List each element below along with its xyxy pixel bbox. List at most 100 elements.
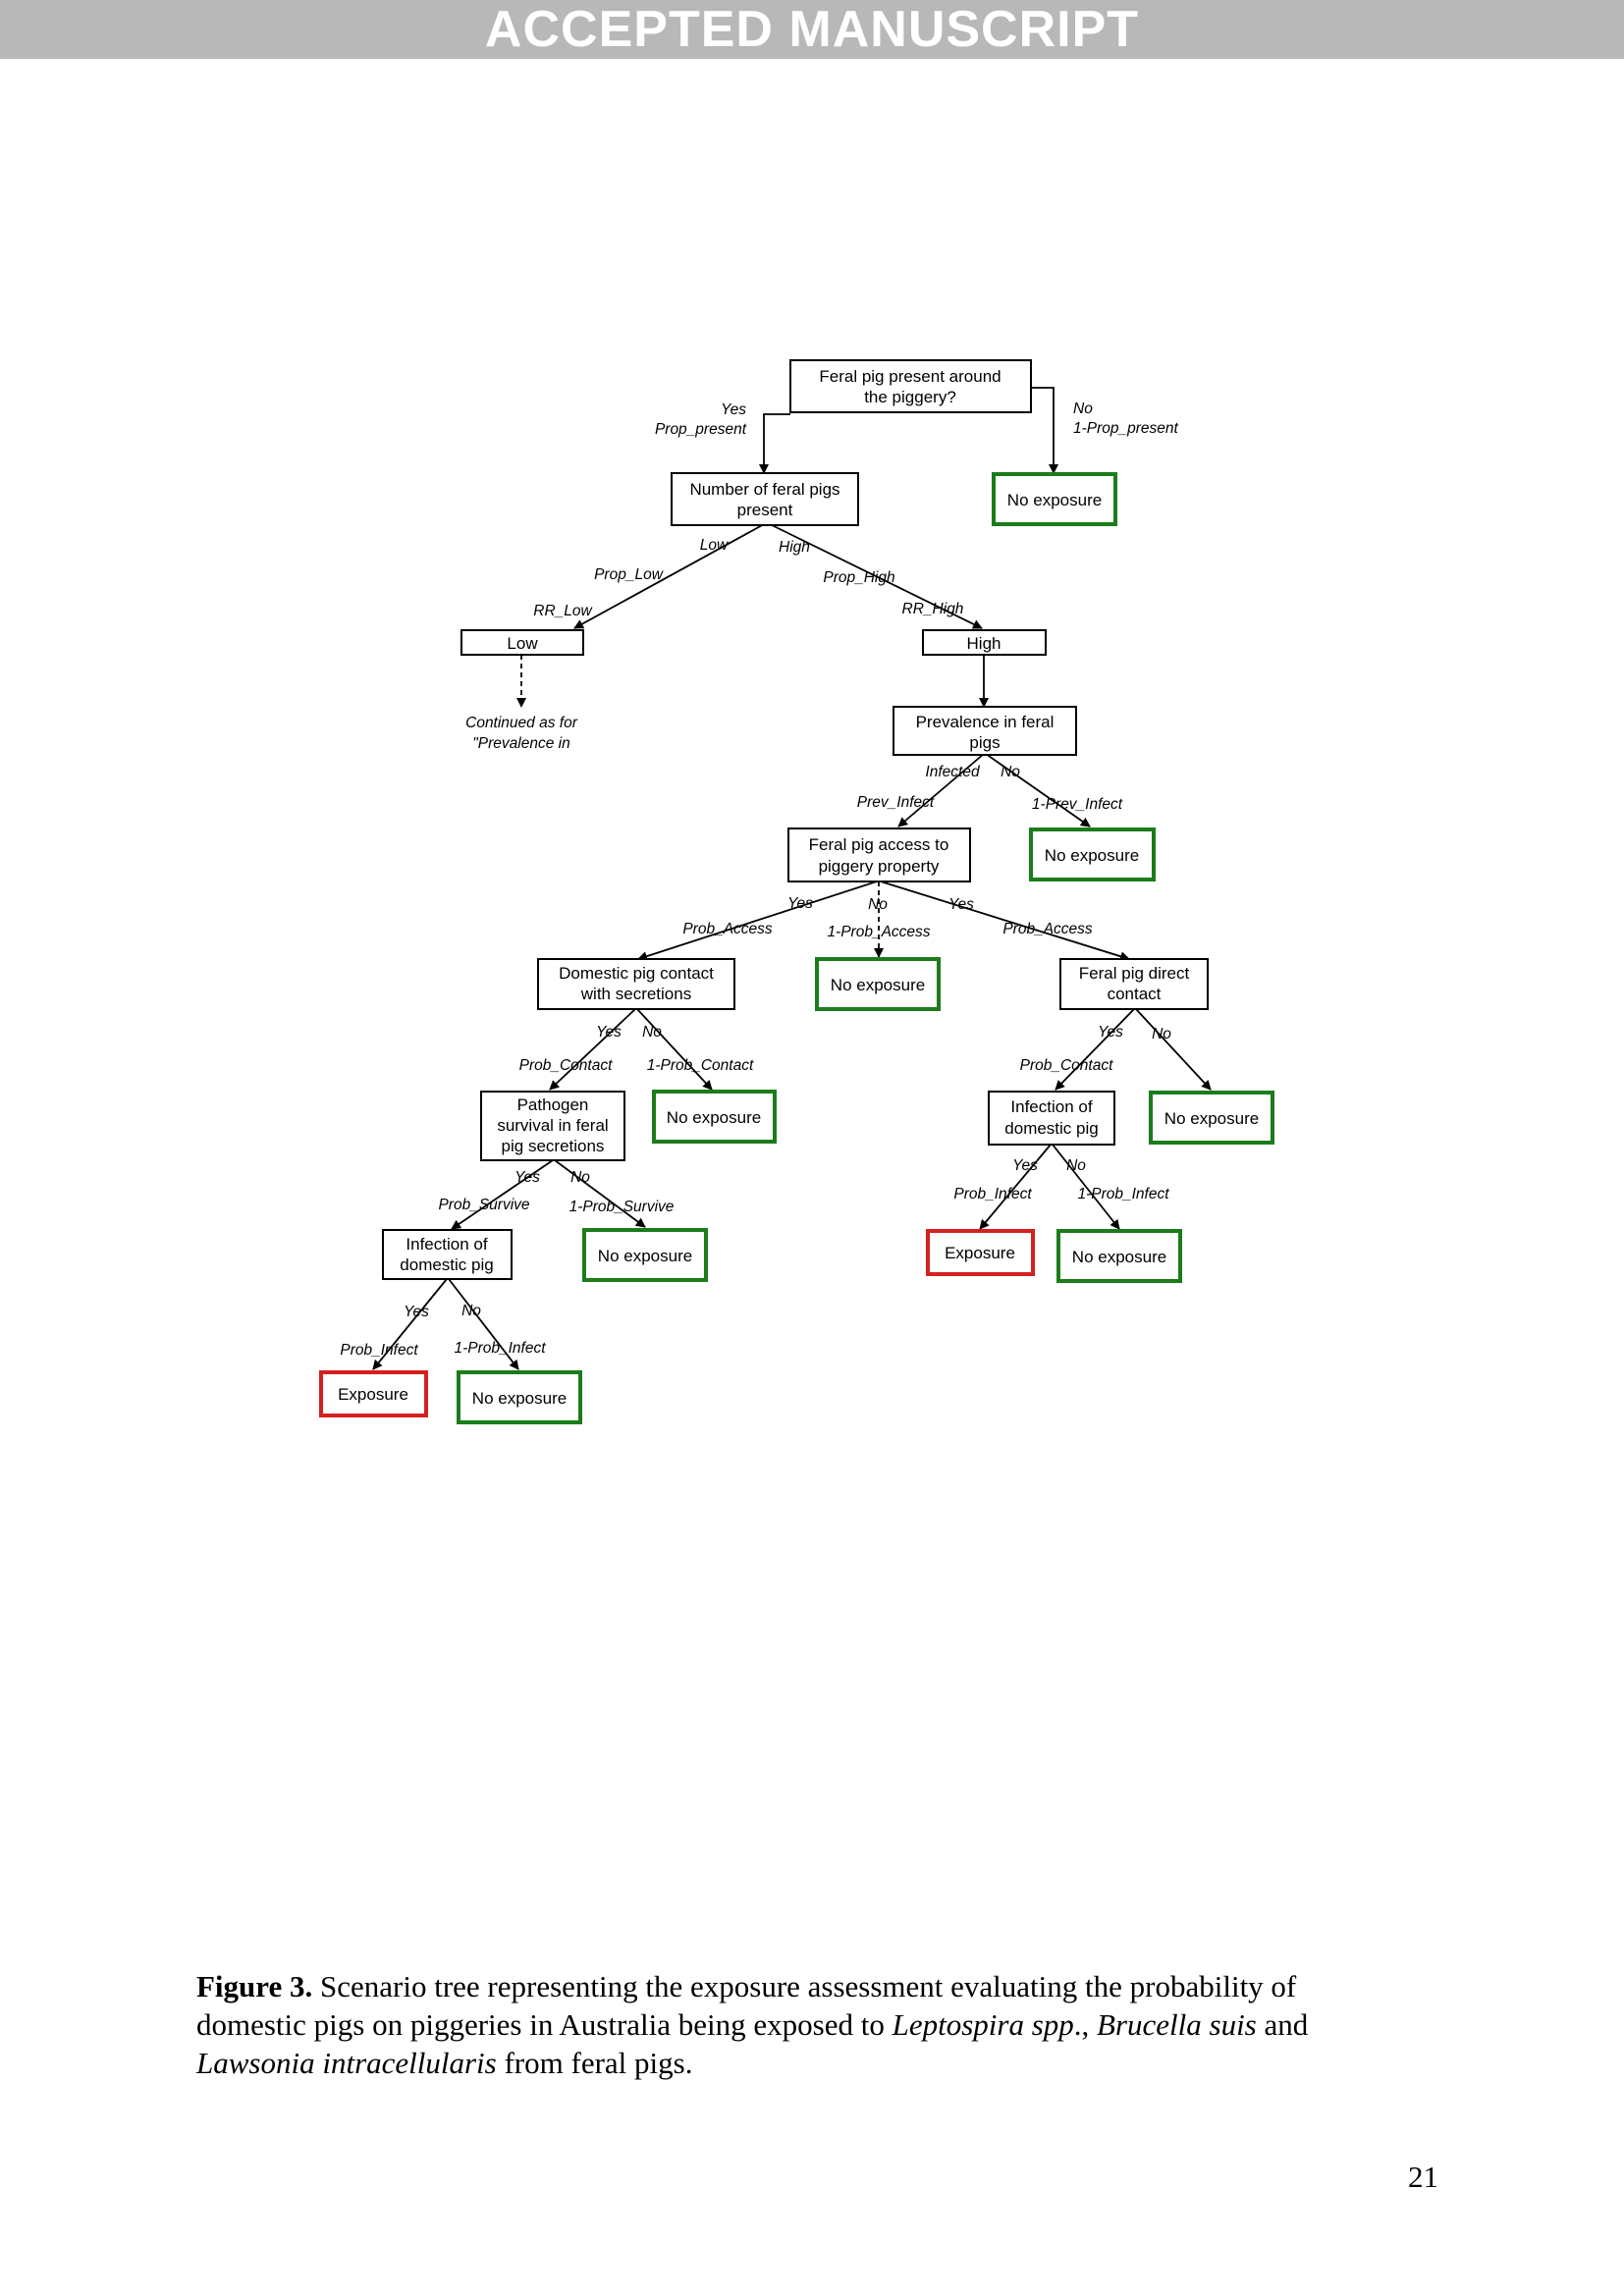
svg-text:Number of feral pigs: Number of feral pigs (689, 480, 839, 499)
svg-text:Prob_Infect: Prob_Infect (953, 1186, 1032, 1202)
svg-text:pig secretions: pig secretions (502, 1137, 605, 1155)
caption-figure-label: Figure 3. (196, 1969, 313, 2003)
svg-text:No exposure: No exposure (1045, 846, 1139, 865)
svg-text:Yes: Yes (1098, 1024, 1123, 1041)
svg-text:1-Prev_Infect: 1-Prev_Infect (1032, 796, 1123, 813)
svg-text:Prob_Survive: Prob_Survive (438, 1197, 529, 1213)
label-yes-c: Yes (596, 1024, 622, 1041)
edge-direct-yes (1055, 1008, 1135, 1091)
caption-brucella: Brucella suis (1097, 2007, 1257, 2042)
label-no-a: No (868, 896, 888, 913)
svg-text:Prob_Contact: Prob_Contact (1020, 1057, 1113, 1074)
edge-survive-no (554, 1159, 646, 1228)
label-one-prob-infect-left: 1-Prob_Infect (454, 1340, 546, 1357)
svg-text:domestic pig: domestic pig (1004, 1119, 1098, 1138)
edge-access-yes-left (637, 881, 878, 961)
node-infection-right-line2: domestic pig (1004, 1119, 1098, 1138)
label-no-f: No (1066, 1157, 1086, 1174)
outcome-no-exposure-8-text: No exposure (472, 1389, 567, 1408)
node-domestic-contact (537, 958, 735, 1010)
edge-prev-infected (897, 753, 985, 828)
node-high (922, 629, 1047, 656)
svg-text:Continued as for: Continued as for (465, 715, 578, 731)
label-one-prop-present: 1-Prop_present (1073, 420, 1179, 437)
svg-text:Feral pig present around: Feral pig present around (819, 367, 1001, 386)
svg-text:Feral pig direct: Feral pig direct (1079, 964, 1190, 983)
svg-text:Pathogen: Pathogen (517, 1095, 589, 1114)
svg-text:Prop_Low: Prop_Low (594, 566, 665, 583)
label-one-prev-infect: 1-Prev_Infect (1032, 796, 1123, 813)
svg-text:1-Prop_present: 1-Prop_present (1073, 420, 1179, 437)
label-prob-access-right: Prob_Access (1002, 921, 1093, 937)
caption-line-1: Figure 3. Scenario tree representing the… (196, 1967, 1424, 2005)
outcome-no-exposure-7 (1056, 1229, 1182, 1283)
svg-text:Prob_Access: Prob_Access (1002, 921, 1093, 937)
label-one-prob-survive: 1-Prob_Survive (569, 1199, 675, 1215)
label-infected: Infected (925, 764, 981, 780)
caption-line2-a: domestic pigs on piggeries in Australia … (196, 2007, 893, 2042)
svg-text:High: High (779, 539, 810, 556)
node-pathogen-survival-line3: pig secretions (502, 1137, 605, 1155)
svg-text:Yes: Yes (787, 895, 813, 912)
edge-to-high (767, 522, 983, 629)
svg-text:Prevalence in feral: Prevalence in feral (916, 713, 1055, 731)
label-yes-f: Yes (1012, 1157, 1038, 1174)
edge-feral-no (1031, 387, 1058, 474)
svg-text:No: No (570, 1169, 590, 1186)
label-prop-low: Prop_Low (594, 566, 665, 583)
label-one-prob-access: 1-Prob_Access (827, 924, 930, 940)
svg-text:domestic pig: domestic pig (400, 1255, 493, 1274)
label-no-g: No (461, 1303, 481, 1319)
svg-text:1-Prob_Infect: 1-Prob_Infect (1077, 1186, 1169, 1202)
outcome-no-exposure-5-text: No exposure (1164, 1109, 1259, 1128)
svg-text:Prop_High: Prop_High (823, 569, 894, 586)
node-pathogen-survival-line2: survival in feral (497, 1116, 608, 1135)
label-no-d: No (1152, 1026, 1171, 1042)
svg-text:Prob_Infect: Prob_Infect (340, 1342, 418, 1359)
edge-prev-no (985, 753, 1091, 828)
label-prop-present: Prop_present (655, 421, 747, 438)
svg-text:Infection of: Infection of (406, 1235, 487, 1254)
caption-line-2: domestic pigs on piggeries in Australia … (196, 2005, 1424, 2044)
edge-contact-no (636, 1008, 713, 1091)
node-prevalence-line2: pigs (969, 733, 1000, 752)
svg-text:Domestic pig contact: Domestic pig contact (559, 964, 714, 983)
svg-text:No exposure: No exposure (831, 976, 925, 994)
label-prob-contact-right: Prob_Contact (1020, 1057, 1113, 1074)
label-prev-infect: Prev_Infect (857, 794, 935, 811)
outcome-exposure-right (926, 1229, 1035, 1276)
caption-line2-c: and (1256, 2007, 1309, 2042)
page-number: 21 (1408, 2160, 1438, 2194)
node-infection-left-line2: domestic pig (400, 1255, 493, 1274)
svg-text:Yes: Yes (721, 401, 746, 418)
svg-text:Exposure: Exposure (945, 1244, 1015, 1262)
node-direct-contact-line1: Feral pig direct (1079, 964, 1190, 983)
outcome-no-exposure-2 (1029, 828, 1156, 881)
node-domestic-contact-line2: with secretions (580, 985, 691, 1003)
outcome-no-exposure-4-text: No exposure (667, 1108, 761, 1127)
outcome-exposure-left (319, 1370, 428, 1417)
svg-text:"Prevalence in: "Prevalence in (472, 735, 569, 752)
node-high-text: High (967, 634, 1001, 653)
svg-text:1-Prob_Access: 1-Prob_Access (827, 924, 930, 940)
svg-text:Yes: Yes (1012, 1157, 1038, 1174)
svg-text:1-Prob_Infect: 1-Prob_Infect (454, 1340, 546, 1357)
svg-text:Prop_present: Prop_present (655, 421, 747, 438)
label-yes-a: Yes (787, 895, 813, 912)
label-yes-d: Yes (1098, 1024, 1123, 1041)
label-rr-high: RR_High (902, 601, 964, 617)
caption-line2-b: ., (1073, 2007, 1098, 2042)
svg-text:No: No (1001, 764, 1020, 780)
tree-nodes: Feral pig present around the piggery? Nu… (319, 359, 1274, 1424)
label-no-c: No (642, 1024, 662, 1041)
edge-feral-yes (759, 413, 790, 474)
edge-access-yes-right (880, 881, 1130, 962)
svg-text:pigs: pigs (969, 733, 1000, 752)
outcome-no-exposure-8 (457, 1370, 582, 1424)
tree-edge-labels: Yes Prop_present No 1-Prop_present Low H… (340, 400, 1179, 1359)
node-low (460, 629, 584, 656)
node-pathogen-survival (480, 1091, 625, 1161)
svg-text:RR_Low: RR_Low (533, 603, 593, 619)
svg-text:No: No (642, 1024, 662, 1041)
svg-text:present: present (737, 501, 793, 519)
